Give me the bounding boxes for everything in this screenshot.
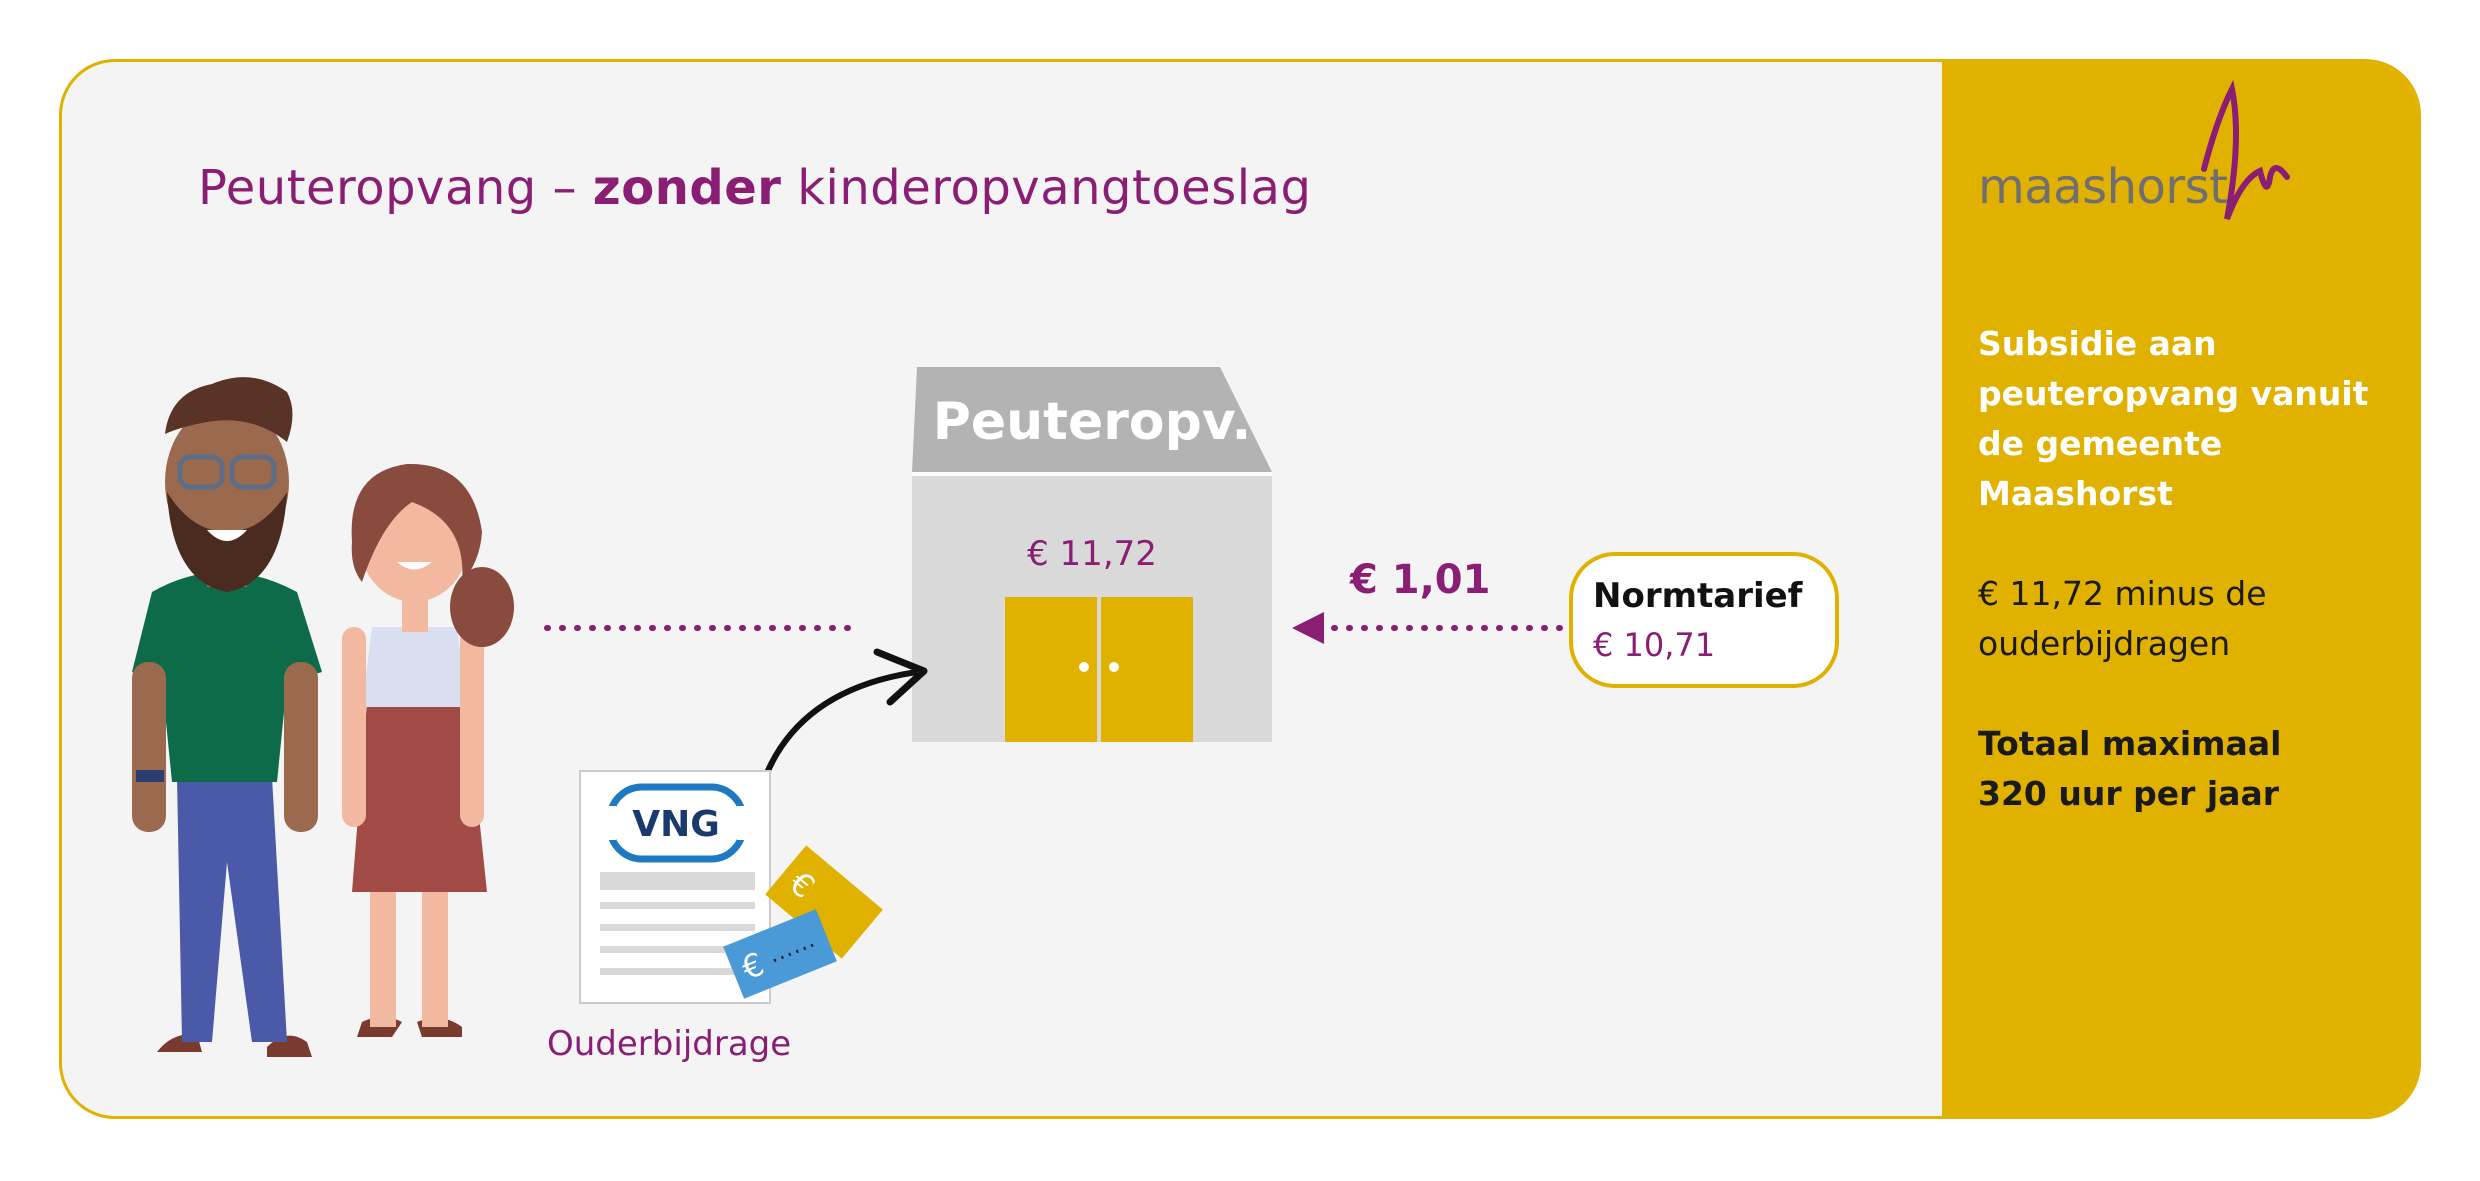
illustration: € € (132, 367, 1563, 1057)
title-suffix: kinderopvangtoeslag (781, 160, 1312, 216)
subsidy-line-1: Subsidie aan (1978, 324, 2217, 363)
building-price: € 11,72 (1027, 534, 1157, 574)
infographic-card: € € Peuteropvang – zonder kinderopvangto… (59, 59, 2421, 1119)
building-roof (912, 367, 1272, 472)
total-line-2: 320 uur per jaar (1978, 774, 2280, 813)
subsidy-line-4: Maashorst (1978, 474, 2173, 513)
normtarief-title: Normtarief (1593, 576, 1803, 616)
peuteropvang-building (912, 367, 1272, 742)
subsidy-arrowhead (1292, 612, 1324, 644)
maashorst-logo-text: maashorst (1978, 159, 2228, 215)
title-prefix: Peuteropvang – (198, 160, 593, 216)
maashorst-logo-mark (2201, 79, 2290, 221)
subsidy-line-3: de gemeente (1978, 424, 2223, 463)
father-figure (132, 377, 322, 1057)
payment-curved-arrow (753, 669, 918, 808)
mother-figure (342, 463, 514, 1037)
calc-line-2: ouderbijdragen (1978, 624, 2231, 663)
calculation-note: € 11,72 minus de ouderbijdragen (1978, 569, 2267, 669)
normtarief-value: € 10,71 (1593, 626, 1716, 664)
document-caption: Ouderbijdrage (547, 1024, 792, 1064)
normtarief-box: Normtarief € 10,71 (1569, 552, 1839, 688)
total-hours-note: Totaal maximaal 320 uur per jaar (1978, 719, 2281, 819)
total-line-1: Totaal maximaal (1978, 724, 2282, 763)
money-notes: € € (723, 845, 883, 999)
subsidy-line-2: peuteropvang vanuit (1978, 374, 2369, 413)
calc-line-1: € 11,72 minus de (1978, 574, 2267, 613)
building-label: Peuteropv. (932, 392, 1252, 452)
subsidy-amount: € 1,01 (1350, 557, 1491, 603)
sidebar-panel: maashorst Subsidie aan peuteropvang vanu… (1942, 62, 2418, 1116)
ouderbijdrage-document (579, 770, 771, 1004)
title-bold: zonder (592, 160, 782, 216)
page-title: Peuteropvang – zonder kinderopvangtoesla… (198, 160, 1311, 216)
subsidy-description: Subsidie aan peuteropvang vanuit de geme… (1978, 319, 2368, 519)
